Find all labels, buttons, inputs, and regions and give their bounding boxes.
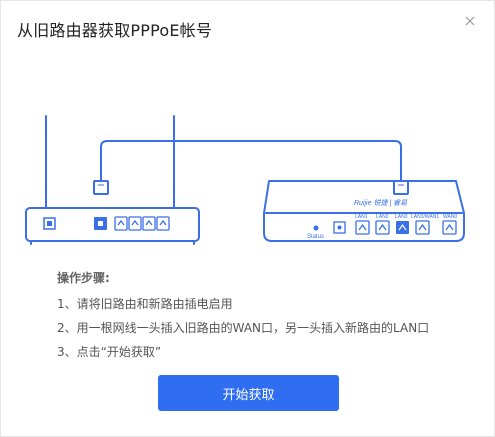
connection-illustration: Ruijie 锐捷 | 睿易 Status LAN1 LAN2 LAN3 LAN… xyxy=(25,115,465,245)
new-router-wan-port xyxy=(442,220,457,235)
old-router-power-port xyxy=(43,217,56,230)
status-label: Status xyxy=(307,234,324,240)
cable-plug-old xyxy=(93,180,109,195)
port-label-lan2: LAN2 xyxy=(376,214,389,220)
new-router-lan-port xyxy=(355,220,370,235)
old-router-lan-port xyxy=(128,216,142,231)
new-router-body xyxy=(263,180,465,242)
new-router-lan-port xyxy=(375,220,390,235)
new-router-lan-port-connected xyxy=(396,221,409,234)
close-icon[interactable] xyxy=(460,11,480,31)
old-router-ports xyxy=(43,216,170,231)
cable-plug-new xyxy=(393,180,409,195)
status-led xyxy=(313,225,319,231)
new-router-lan-port xyxy=(415,220,430,235)
start-fetch-button[interactable]: 开始获取 xyxy=(158,375,339,411)
port-label-wan0: WAN0 xyxy=(443,214,457,220)
new-router-power-port xyxy=(333,221,346,234)
steps-section: 操作步骤: 1、请将旧路由和新路由插电启用 2、用一根网线一头插入旧路由的WAN… xyxy=(57,269,429,364)
dialog-title: 从旧路由器获取PPPoE帐号 xyxy=(17,21,213,40)
old-router-lan-port xyxy=(156,216,170,231)
step-item: 1、请将旧路由和新路由插电启用 xyxy=(57,297,233,311)
old-router-body xyxy=(25,207,200,242)
new-router-brand: Ruijie 锐捷 | 睿易 xyxy=(354,199,408,207)
old-router-lan-port xyxy=(114,216,128,231)
port-label-lan1: LAN1 xyxy=(355,214,368,220)
step-item: 2、用一根网线一头插入旧路由的WAN口，另一头插入新路由的LAN口 xyxy=(57,321,430,335)
network-cable xyxy=(100,140,402,182)
port-label-lan3-wan1: LAN3/WAN1 xyxy=(411,214,439,220)
steps-heading: 操作步骤: xyxy=(57,271,110,285)
port-label-lan3: LAN3 xyxy=(395,214,408,220)
old-router-lan-port xyxy=(142,216,156,231)
step-item: 3、点击“开始获取” xyxy=(57,345,162,359)
